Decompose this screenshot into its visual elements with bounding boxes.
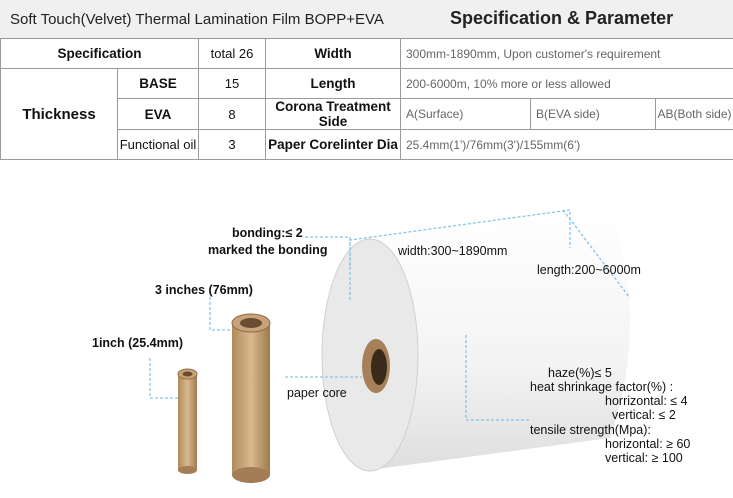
table-row: Functional oil 3 Paper Corelinter Dia 25… xyxy=(1,129,733,160)
total-cell: total 26 xyxy=(198,38,266,69)
param-value: 25.4mm(1')/76mm(3')/155mm(6') xyxy=(400,129,733,160)
corona-option: B(EVA side) xyxy=(530,98,656,130)
layer-value: 3 xyxy=(198,129,266,160)
title-bar: Soft Touch(Velvet) Thermal Lamination Fi… xyxy=(0,0,733,38)
layer-value: 15 xyxy=(198,68,266,99)
marked-bonding-label: marked the bonding xyxy=(208,243,328,257)
param-name: Paper Corelinter Dia xyxy=(265,129,401,160)
corona-option: AB(Both side) xyxy=(655,98,733,130)
product-title: Soft Touch(Velvet) Thermal Lamination Fi… xyxy=(10,11,384,28)
thickness-label: Thickness xyxy=(0,68,118,160)
roll-body xyxy=(370,210,630,470)
film-roll-illustration xyxy=(149,209,631,483)
tube-3inch xyxy=(232,323,270,475)
layer-name: EVA xyxy=(117,98,199,130)
tensile-label: tensile strength(Mpa): xyxy=(530,423,651,437)
tensile-vertical: vertical: ≥ 100 xyxy=(605,451,683,465)
param-value: 200-6000m, 10% more or less allowed xyxy=(400,68,733,99)
table-row: Thickness BASE 15 Length 200-6000m, 10% … xyxy=(0,68,733,160)
three-inch-label: 3 inches (76mm) xyxy=(155,283,253,297)
param-name: Length xyxy=(265,68,401,99)
paper-core-label: paper core xyxy=(287,386,347,400)
layer-name: Functional oil xyxy=(117,129,199,160)
length-label: length:200~6000m xyxy=(537,263,641,277)
specification-header: Specification xyxy=(0,38,199,69)
width-label: width:300~1890mm xyxy=(398,244,508,258)
heat-horizontal: horrizontal: ≤ 4 xyxy=(605,394,688,408)
one-inch-label: 1inch (25.4mm) xyxy=(92,336,184,350)
bonding-label: bonding:≤ 2 xyxy=(232,226,303,240)
corona-option: A(Surface) xyxy=(400,98,531,130)
table-row: EVA 8 Corona Treatment Side A(Surface) B… xyxy=(1,98,733,130)
table-row: Specification total 26 Width 300mm-1890m… xyxy=(0,38,733,69)
heat-vertical: vertical: ≤ 2 xyxy=(612,408,676,422)
spec-table: Specification total 26 Width 300mm-1890m… xyxy=(0,38,733,160)
layer-value: 8 xyxy=(198,98,266,130)
haze-label: haze(%)≤ 5 xyxy=(548,366,612,380)
spec-heading: Specification & Parameter xyxy=(450,8,674,28)
param-value: 300mm-1890mm, Upon customer's requiremen… xyxy=(400,38,733,69)
tube-1inch xyxy=(178,374,197,470)
heat-shrink-label: heat shrinkage factor(%) : xyxy=(530,380,674,394)
param-name: Width xyxy=(265,38,401,69)
param-name: Corona Treatment Side xyxy=(265,98,401,130)
layer-name: BASE xyxy=(117,68,199,99)
tensile-horizontal: horizontal: ≥ 60 xyxy=(605,437,691,451)
